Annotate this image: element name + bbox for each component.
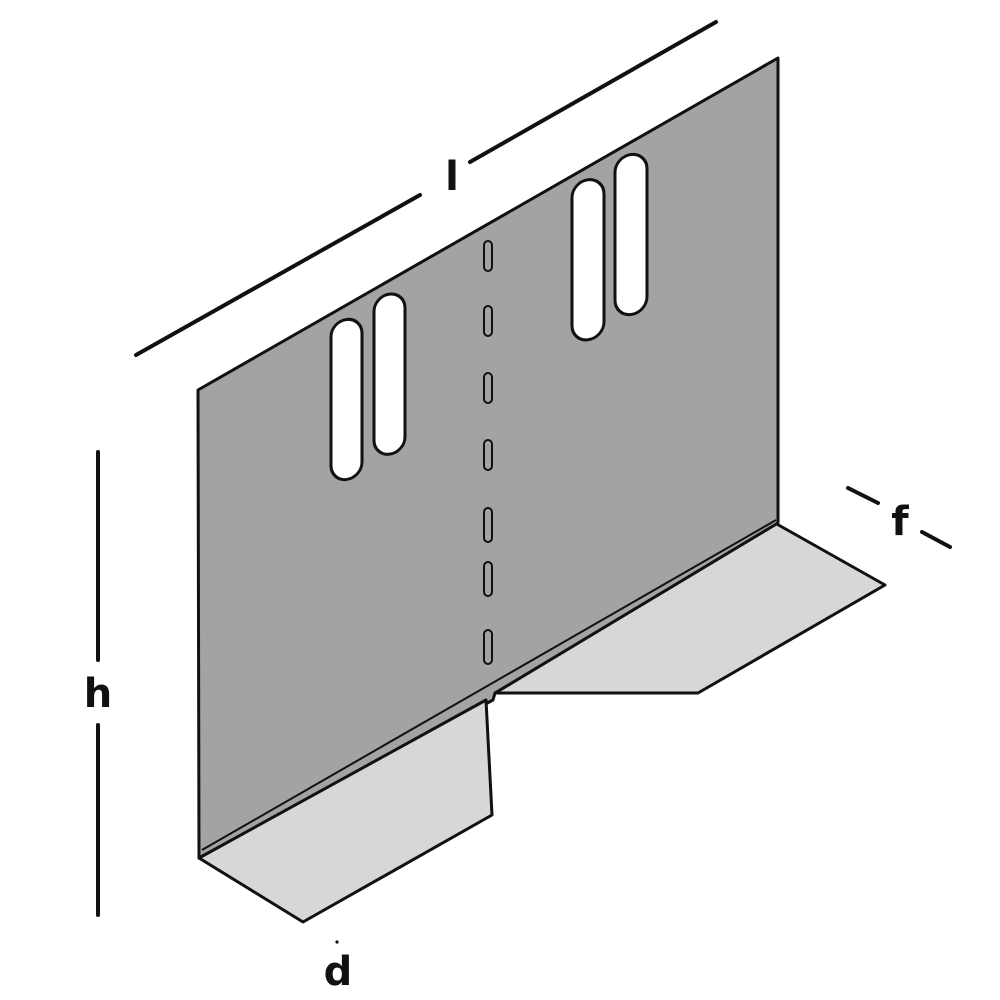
length-dimension-line-right bbox=[468, 20, 718, 164]
length-label: l bbox=[445, 154, 459, 200]
perforation-slot bbox=[483, 305, 493, 337]
flange-front-label: d bbox=[324, 949, 353, 995]
perforation-slot bbox=[483, 561, 493, 597]
bend-line bbox=[201, 519, 777, 851]
perforation-slot bbox=[483, 507, 493, 543]
perforation-slot bbox=[483, 439, 493, 471]
flange-back-label: f bbox=[891, 499, 909, 545]
perforation-line bbox=[483, 240, 493, 665]
perforation-slot bbox=[483, 629, 493, 665]
length-dimension-line-left bbox=[134, 193, 422, 357]
perforation-slot bbox=[483, 372, 493, 404]
height-label: h bbox=[84, 671, 112, 717]
front-flange bbox=[197, 698, 494, 924]
slot-hole bbox=[329, 317, 364, 482]
slot-hole bbox=[613, 152, 649, 317]
flange-front-dimension-marker bbox=[335, 940, 339, 944]
flange-back-dimension-tick-left bbox=[846, 486, 880, 505]
perforation-slot bbox=[483, 240, 493, 272]
slot-holes bbox=[329, 152, 649, 482]
dimension-lines bbox=[96, 20, 952, 944]
slot-hole bbox=[570, 178, 606, 342]
slot-hole bbox=[372, 292, 407, 456]
flange-back-dimension-tick-right bbox=[920, 530, 952, 549]
